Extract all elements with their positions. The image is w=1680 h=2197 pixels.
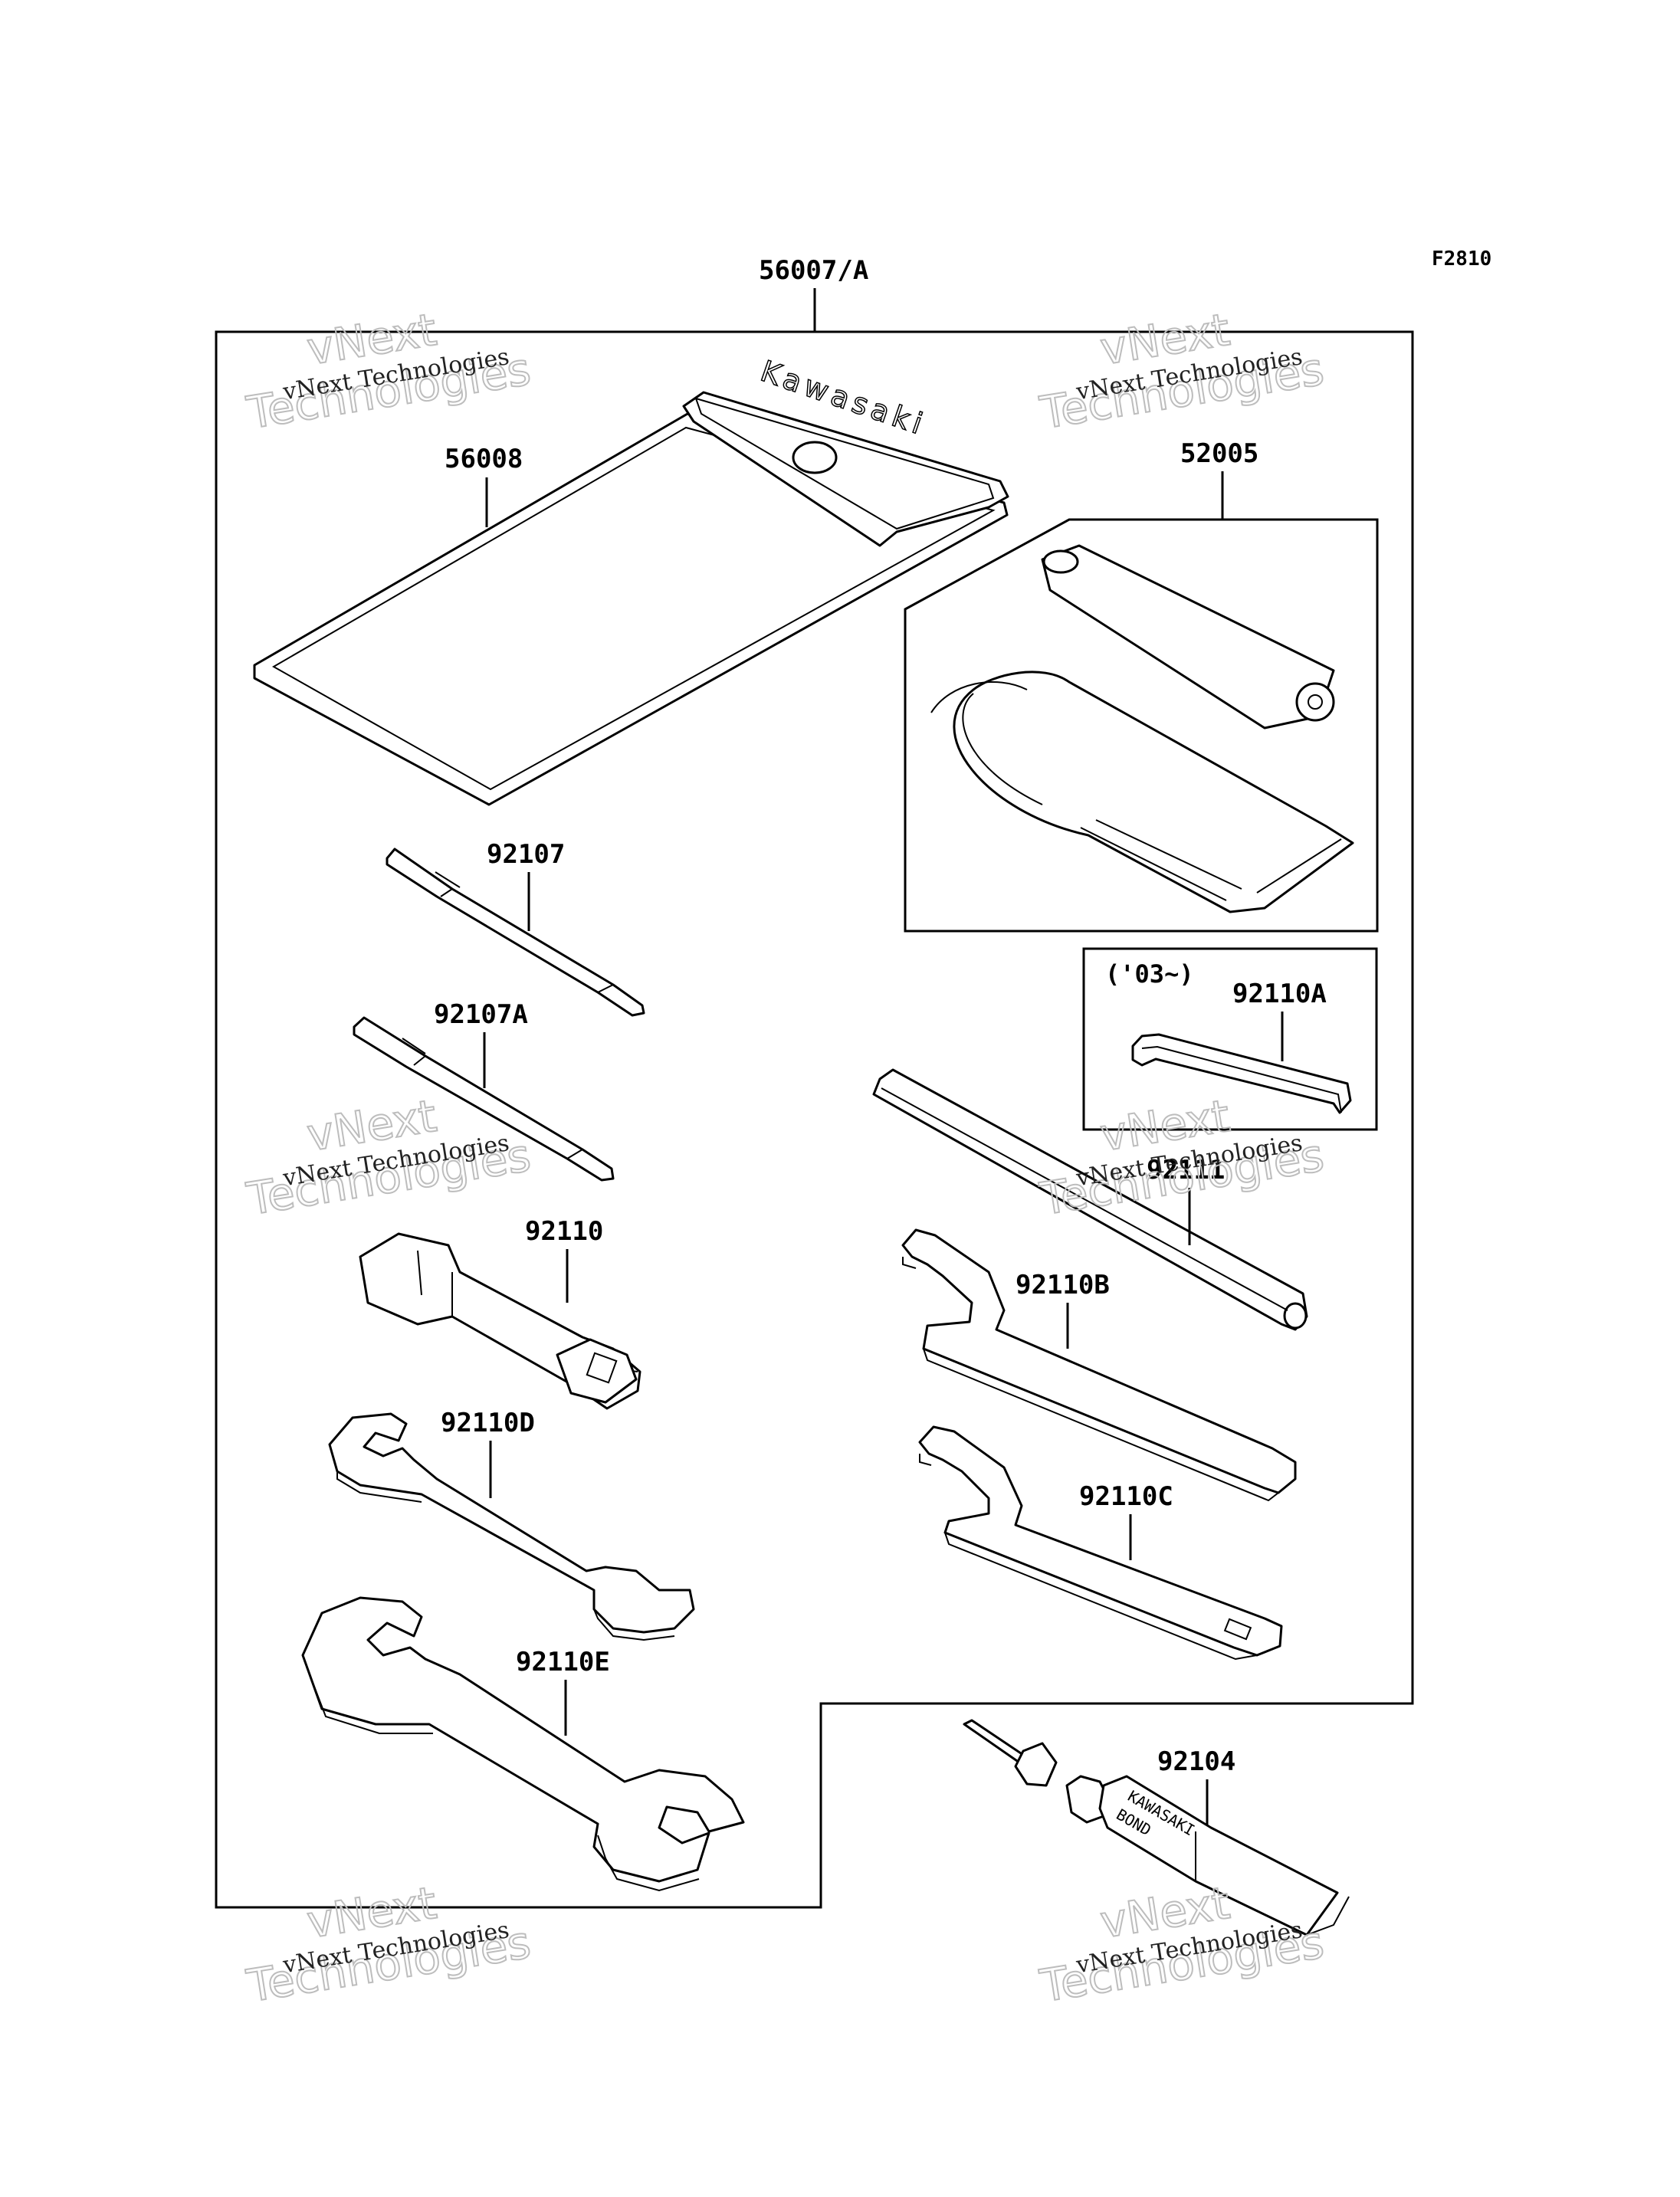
box-wrench-92110: [359, 1232, 641, 1410]
part-label-52005: 52005: [1180, 438, 1258, 469]
hook-wrench-92110C: [918, 1425, 1283, 1661]
part-label-92110B: 92110B: [1016, 1270, 1110, 1300]
part-label-92107: 92107: [487, 839, 565, 870]
screwdriver-bit-92107: [386, 848, 645, 1017]
part-label-92110E: 92110E: [516, 1647, 610, 1677]
assembly-label: 56007/A: [759, 255, 868, 286]
bond-tube-92104: KAWASAKI BOND: [963, 1719, 1350, 1936]
part-label-56008: 56008: [445, 444, 523, 474]
figure-code: F2810: [1432, 248, 1491, 271]
toolkit-bag-56008: Kawasaki: [253, 353, 1009, 806]
kit-outline-frame: [215, 330, 1414, 1909]
hook-wrench-92110B: [901, 1228, 1297, 1502]
part-label-92104: 92104: [1157, 1746, 1235, 1777]
hex-key-box-frame: [1082, 947, 1378, 1131]
pouch-box-frame: [904, 518, 1379, 933]
part-label-92107A: 92107A: [434, 999, 528, 1030]
open-end-wrench-92110D: [328, 1412, 695, 1641]
screwdriver-bit-92107A: [353, 1016, 615, 1182]
part-label-92110D: 92110D: [441, 1408, 535, 1438]
variant-note: ('03~): [1105, 959, 1194, 989]
part-label-92110: 92110: [525, 1216, 603, 1247]
hex-key-92110A: [1131, 1033, 1352, 1114]
tool-pouch-52005: [930, 544, 1354, 913]
part-label-92111: 92111: [1147, 1155, 1225, 1185]
part-label-92110A: 92110A: [1232, 979, 1327, 1009]
part-label-92110C: 92110C: [1079, 1481, 1173, 1512]
open-end-wrench-92110E: [301, 1596, 745, 1892]
snap-button-icon: [792, 441, 838, 474]
handle-bar-92111: [872, 1068, 1308, 1331]
